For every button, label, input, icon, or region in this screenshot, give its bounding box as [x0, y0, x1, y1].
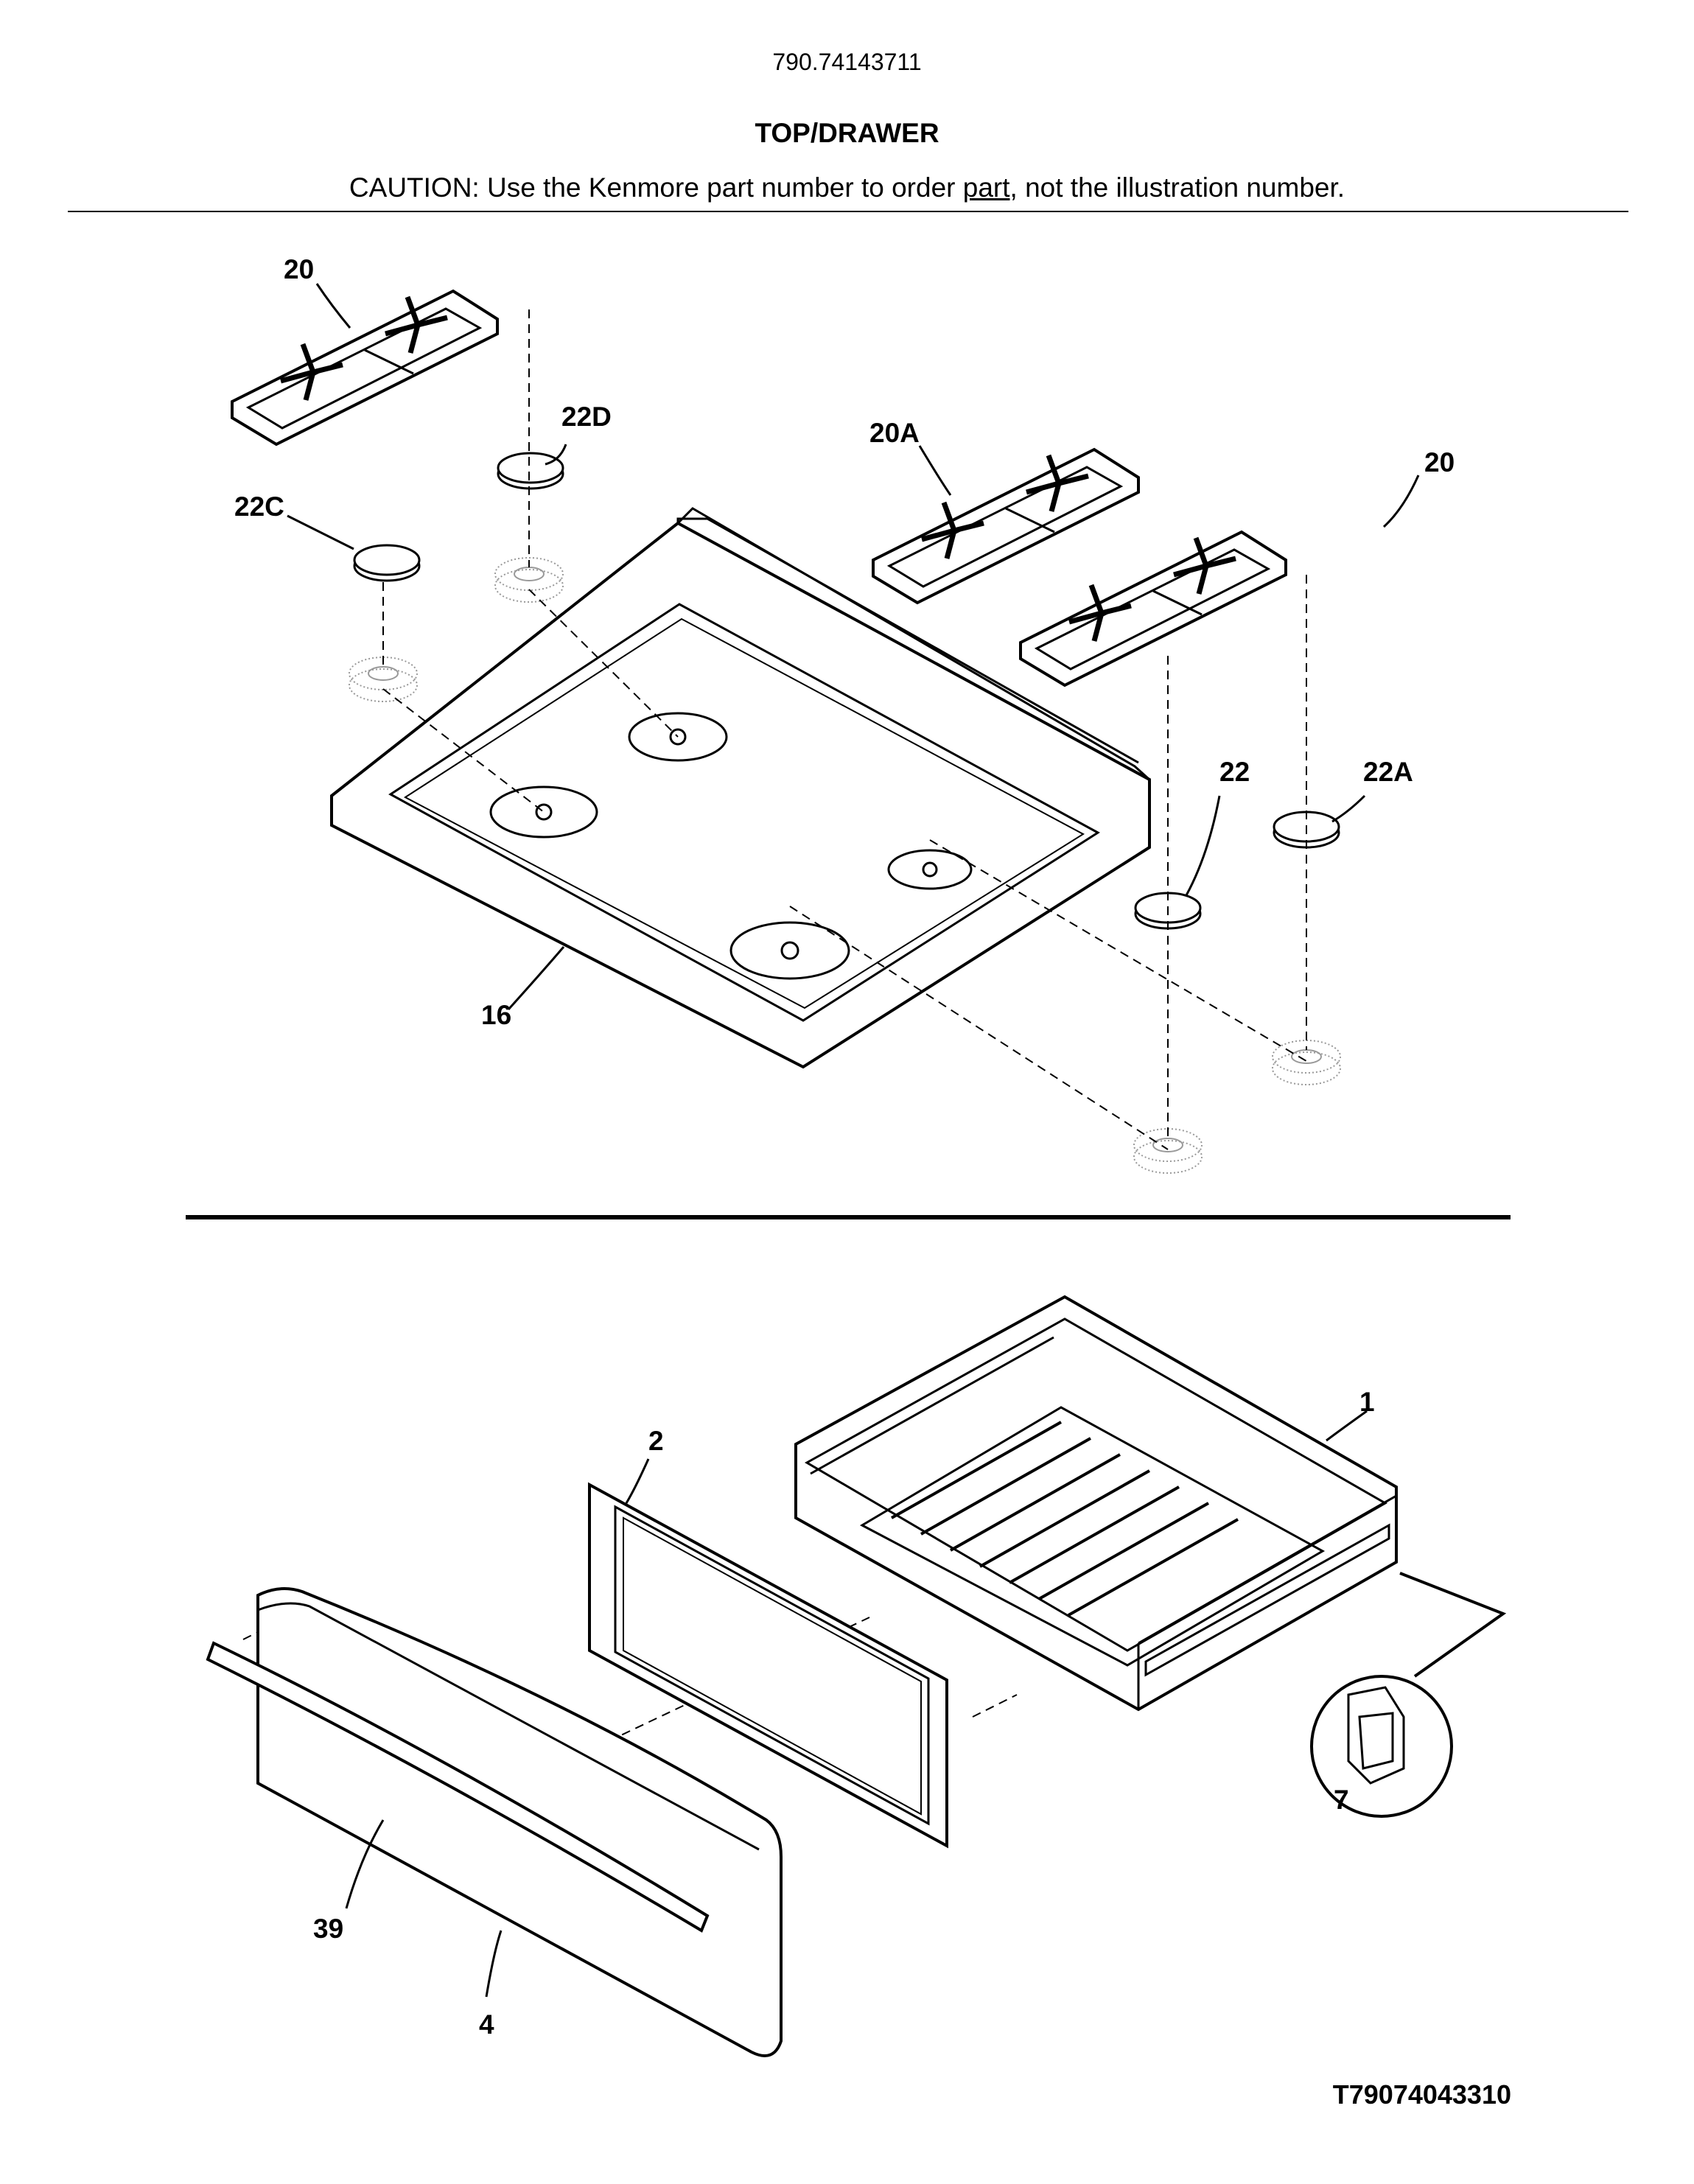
callout-20a: 20A — [869, 418, 920, 448]
caution-note: CAUTION: Use the Kenmore part number to … — [0, 172, 1694, 203]
model-number: 790.74143711 — [772, 49, 922, 75]
caution-text-end: , not the illustration number. — [1009, 172, 1345, 203]
callout-20-right: 20 — [1424, 447, 1455, 477]
leader-lines — [287, 283, 1420, 1998]
assembly-lines — [242, 309, 1307, 1754]
callout-16: 16 — [481, 1000, 511, 1030]
grate-20-right — [1021, 532, 1286, 685]
clip-detail — [1310, 1572, 1507, 1818]
callout-4: 4 — [479, 2009, 494, 2040]
callout-22d: 22D — [561, 402, 612, 432]
grate-20-left — [232, 291, 497, 444]
cooktop-panel — [330, 507, 1151, 1069]
caution-text: CAUTION: Use the Kenmore part number to … — [349, 172, 963, 203]
caution-underlined-word: part — [962, 172, 1010, 203]
burner-cap-22d — [497, 452, 564, 490]
grate-20a — [873, 449, 1138, 603]
callout-22a: 22A — [1363, 757, 1413, 787]
callout-22c: 22C — [234, 491, 284, 522]
callout-22: 22 — [1219, 757, 1250, 787]
drawing-code: T79074043310 — [1332, 2079, 1511, 2110]
drawer-panel — [588, 1482, 948, 1849]
drawer-body — [794, 1295, 1398, 1712]
burner-cap-22c — [353, 544, 421, 582]
callout-2: 2 — [648, 1426, 664, 1456]
callout-39: 39 — [313, 1914, 343, 1944]
callout-7: 7 — [1334, 1785, 1349, 1815]
drawer-handle — [206, 1641, 710, 1933]
section-title: TOP/DRAWER — [755, 118, 939, 148]
callout-1: 1 — [1359, 1387, 1375, 1417]
callout-20-left: 20 — [284, 254, 314, 284]
